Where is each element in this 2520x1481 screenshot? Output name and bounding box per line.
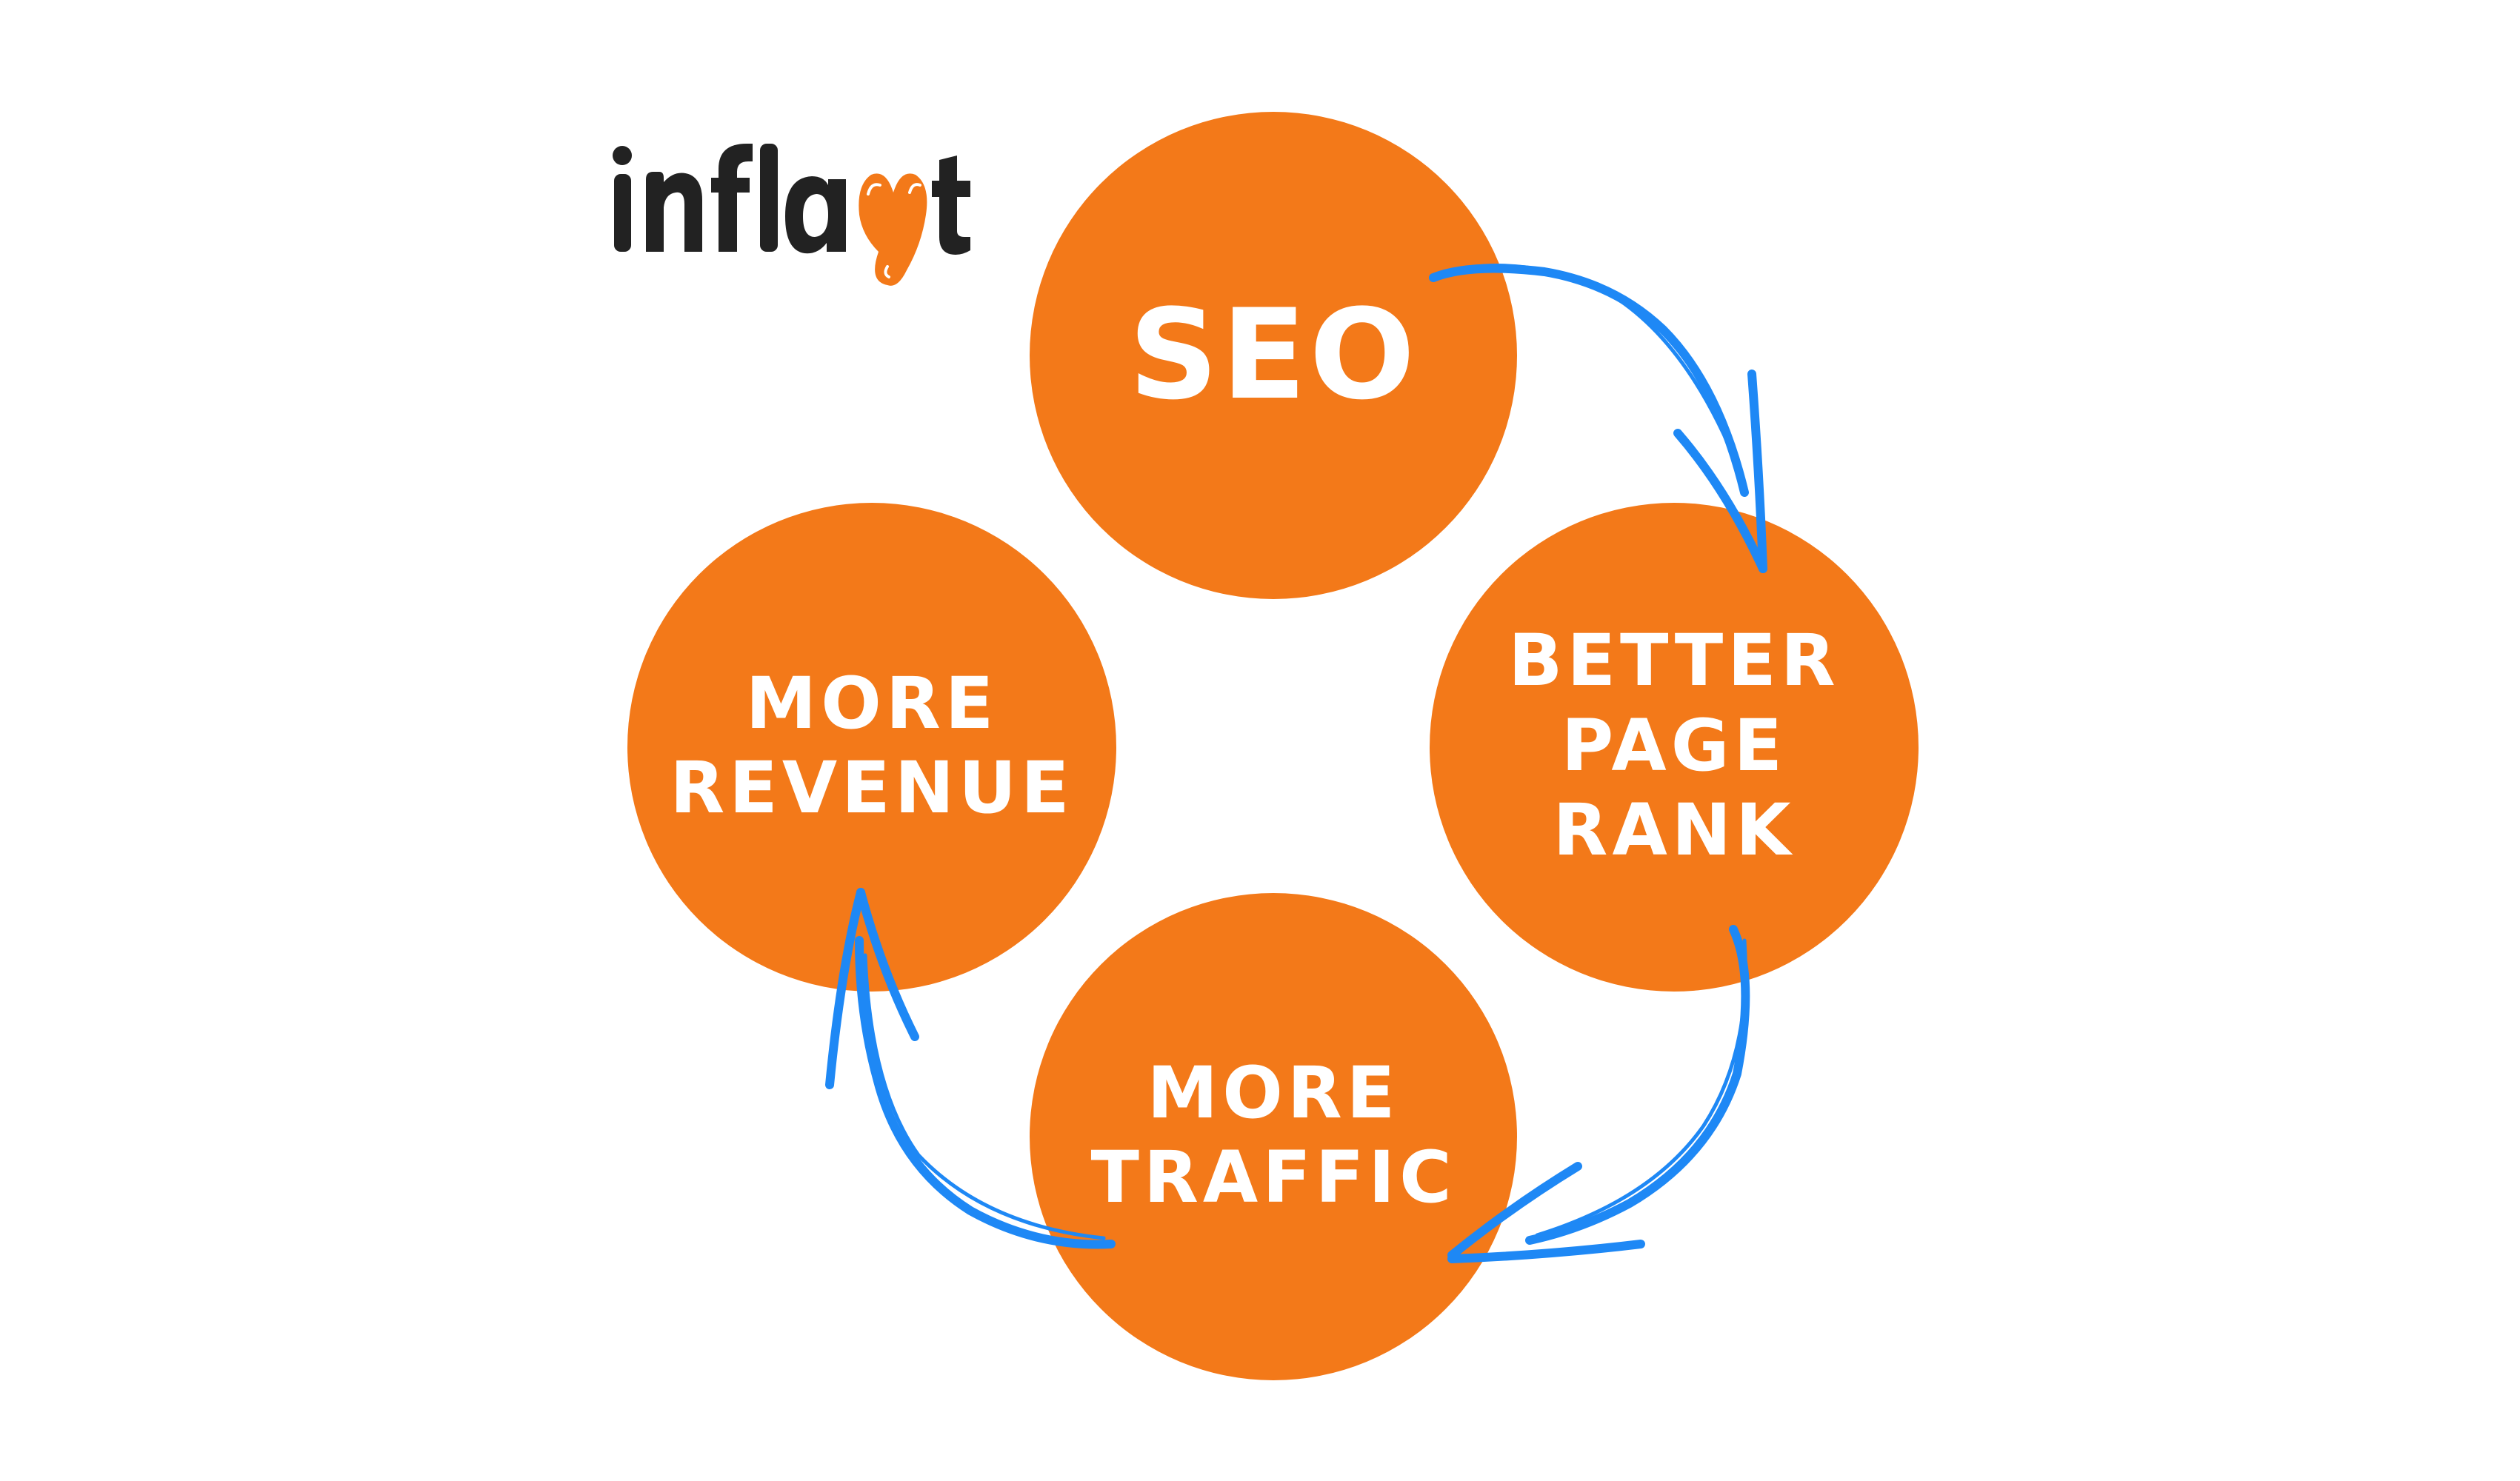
- node-better-page-rank-line-2: PAGE: [1561, 703, 1787, 787]
- node-better-page-rank: BETTER PAGE RANK: [1430, 503, 1919, 992]
- node-more-revenue-label: MORE REVENUE: [670, 661, 1074, 832]
- inflayt-logo: [613, 144, 970, 286]
- node-more-revenue-line-2: REVENUE: [670, 746, 1074, 829]
- node-more-traffic-line-2: TRAFFIC: [1090, 1136, 1456, 1219]
- node-seo: SEO: [1030, 112, 1517, 599]
- node-more-traffic: MORE TRAFFIC: [1030, 893, 1517, 1380]
- node-more-traffic-label: MORE TRAFFIC: [1090, 1052, 1456, 1222]
- node-more-revenue-line-1: MORE: [745, 661, 999, 745]
- node-better-page-rank-label: BETTER PAGE RANK: [1508, 620, 1839, 874]
- node-better-page-rank-line-3: RANK: [1553, 789, 1796, 872]
- node-more-traffic-line-1: MORE: [1147, 1051, 1400, 1134]
- node-better-page-rank-line-1: BETTER: [1508, 619, 1840, 703]
- logo-wordmark: [613, 144, 970, 286]
- node-seo-line-1: SEO: [1128, 282, 1419, 428]
- node-seo-label: SEO: [1129, 284, 1419, 427]
- node-more-revenue: MORE REVENUE: [627, 503, 1116, 992]
